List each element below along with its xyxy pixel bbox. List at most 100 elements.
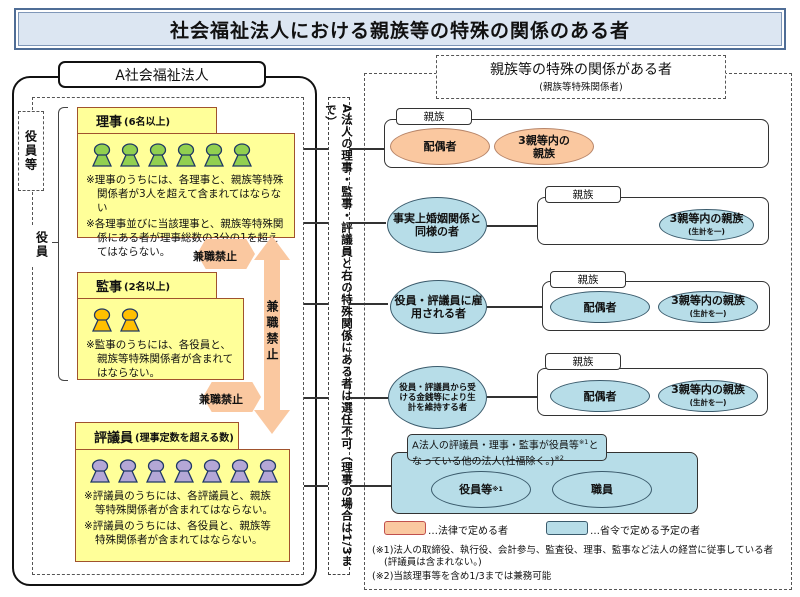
connector-line xyxy=(350,485,392,487)
person-icon xyxy=(174,459,194,483)
person-icon xyxy=(120,308,140,332)
legend-label-law: …法律で定める者 xyxy=(428,526,508,537)
person-icon xyxy=(176,143,196,167)
row4-relatives: 3親等内の親族 (生計を一) xyxy=(658,380,758,412)
connector-line xyxy=(487,396,537,398)
person-icon xyxy=(92,143,112,167)
riji-note-1: ※理事のうちには、各理事と、親族等特殊関係者が3人を超えて含まれてはならない xyxy=(86,174,284,214)
person-icon xyxy=(146,459,166,483)
connector-line xyxy=(487,306,542,308)
row3-relatives: 3親等内の親族 (生計を一) xyxy=(658,291,758,323)
hyogiin-card: ※評議員のうちには、各評議員と、親族等特殊関係者が含まれてはならない。 ※評議員… xyxy=(75,449,290,562)
kanji-title: 監事 xyxy=(96,280,123,295)
row3-kin-tab: 親族 xyxy=(550,271,626,288)
special-relation-heading: 親族等の特殊の関係がある者 xyxy=(490,62,672,78)
person-icon xyxy=(118,459,138,483)
connector-line xyxy=(304,485,328,487)
kanji-tab: 監事(2名以上) xyxy=(77,272,217,299)
other-tab-line1-end: と xyxy=(588,440,599,452)
person-icon xyxy=(258,459,278,483)
person-icon xyxy=(92,308,112,332)
row1-spouse: 配偶者 xyxy=(390,128,490,165)
person-icon xyxy=(90,459,110,483)
person-icon xyxy=(202,459,222,483)
selection-restriction-note: A法人の理事・監事・評議員と右の特殊関係にある者は選任不可（理事の場合は1/3ま… xyxy=(324,97,354,575)
person-icon xyxy=(230,459,250,483)
row2-relatives-main: 3親等内の親族 xyxy=(669,212,744,225)
kanji-people xyxy=(92,308,235,332)
connector-line xyxy=(304,397,328,399)
yakuin-tou-label: 役員等 xyxy=(18,111,44,191)
kanji-note-1: ※監事のうちには、各役員と、親族等特殊関係者が含まれてはならない。 xyxy=(86,339,234,379)
yakuin-brace-tick xyxy=(52,242,59,243)
row3-spouse: 配偶者 xyxy=(550,291,650,323)
person-icon xyxy=(204,143,224,167)
connector-line xyxy=(350,397,388,399)
connector-line xyxy=(350,148,384,150)
row1-kin-tab: 親族 xyxy=(396,108,472,125)
riji-tab: 理事(6名以上) xyxy=(77,107,217,134)
other-tab-sup2: ※2 xyxy=(554,454,564,463)
row3-relatives-sub: (生計を一) xyxy=(689,309,727,318)
yakuin-label: 役員 xyxy=(32,225,52,265)
row2-relatives-sub: (生計を一) xyxy=(688,227,725,236)
other-tab-sup1: ※1 xyxy=(578,438,589,446)
row2-relatives: 3親等内の親族 (生計を一) xyxy=(659,209,754,241)
riji-people xyxy=(92,143,286,167)
row4-spouse: 配偶者 xyxy=(550,380,650,412)
page-title: 社会福祉法人における親族等の特殊の関係のある者 xyxy=(169,19,630,42)
hyogiin-title: 評議員 xyxy=(94,430,134,446)
connector-line xyxy=(304,148,328,150)
legend-label-ordinance: …省令で定める予定の者 xyxy=(590,526,700,537)
kanji-card: ※監事のうちには、各役員と、親族等特殊関係者が含まれてはならない。 xyxy=(77,298,244,380)
other-officers-label: 役員等 xyxy=(459,483,493,496)
footnote-1: (※1)法人の取締役、執行役、会計参与、監査役、理事、監事など法人の経営に従事し… xyxy=(372,545,774,568)
title-banner: 社会福祉法人における親族等の特殊の関係のある者 xyxy=(14,8,786,50)
connector-line xyxy=(350,303,388,305)
other-officers: 役員等※1 xyxy=(431,471,531,508)
hyogiin-people xyxy=(90,459,281,483)
connector-line xyxy=(304,303,328,305)
footnote-2: (※2)当該理事等を含め1/3までは兼務可能 xyxy=(372,571,552,582)
kenshoku-kinshi-double-arrow xyxy=(254,236,290,434)
org-label: A社会福祉法人 xyxy=(58,61,266,88)
kenshoku-kinshi-diamond-2 xyxy=(203,382,261,412)
hyogiin-count: (理事定数を超える数) xyxy=(135,432,234,444)
riji-count: (6名以上) xyxy=(124,117,171,128)
connector-line xyxy=(304,222,328,224)
hyogiin-tab: 評議員(理事定数を超える数) xyxy=(75,422,239,450)
special-relation-subheading: (親族等特殊関係者) xyxy=(539,82,623,93)
kenshoku-kinshi-vertical-label: 兼職禁止 xyxy=(265,300,279,364)
connector-line xyxy=(487,225,537,227)
legend-swatch-law xyxy=(384,521,426,535)
person-icon xyxy=(148,143,168,167)
riji-card: ※理事のうちには、各理事と、親族等特殊関係者が3人を超えて含まれてはならない ※… xyxy=(77,133,295,258)
other-tab-line2: なっている他の法人(社福除く。) xyxy=(412,456,555,468)
person-icon xyxy=(232,143,252,167)
other-staff: 職員 xyxy=(552,471,652,508)
kenshoku-kinshi-label-2: 兼職禁止 xyxy=(199,393,243,406)
row3-source: 役員・評議員に雇用される者 xyxy=(390,280,487,334)
hyogiin-note-2: ※評議員のうちには、各役員と、親族等特殊関係者が含まれてはならない。 xyxy=(84,520,271,546)
row2-kin-tab: 親族 xyxy=(545,186,621,203)
kenshoku-kinshi-diamond-1 xyxy=(197,239,255,269)
special-relation-heading-box: 親族等の特殊の関係がある者 (親族等特殊関係者) xyxy=(436,55,726,99)
person-icon xyxy=(120,143,140,167)
yakuin-brace xyxy=(58,107,68,381)
hyogiin-note-1: ※評議員のうちには、各評議員と、親族等特殊関係者が含まれてはならない。 xyxy=(84,490,273,516)
connector-line xyxy=(350,222,386,224)
other-corporation-tab: A法人の評議員・理事・監事が役員等※1と なっている他の法人(社福除く。)※2 xyxy=(407,434,607,468)
riji-title: 理事 xyxy=(96,115,123,130)
other-tab-line1: A法人の評議員・理事・監事が役員等 xyxy=(412,440,579,452)
row4-kin-tab: 親族 xyxy=(545,353,621,370)
org-inner-dashed xyxy=(32,97,304,575)
kenshoku-kinshi-label-1: 兼職禁止 xyxy=(193,250,237,263)
row2-source: 事実上婚姻関係と同様の者 xyxy=(387,197,487,253)
row4-relatives-sub: (生計を一) xyxy=(689,398,727,407)
row3-relatives-main: 3親等内の親族 xyxy=(671,294,745,307)
row1-relatives: 3親等内の親族 xyxy=(494,128,594,165)
legend-swatch-ordinance xyxy=(546,521,588,535)
row4-source: 役員・評議員から受ける金銭等により生計を維持する者 xyxy=(388,366,487,429)
row4-relatives-main: 3親等内の親族 xyxy=(671,383,745,396)
other-officers-sup: ※1 xyxy=(492,485,503,493)
